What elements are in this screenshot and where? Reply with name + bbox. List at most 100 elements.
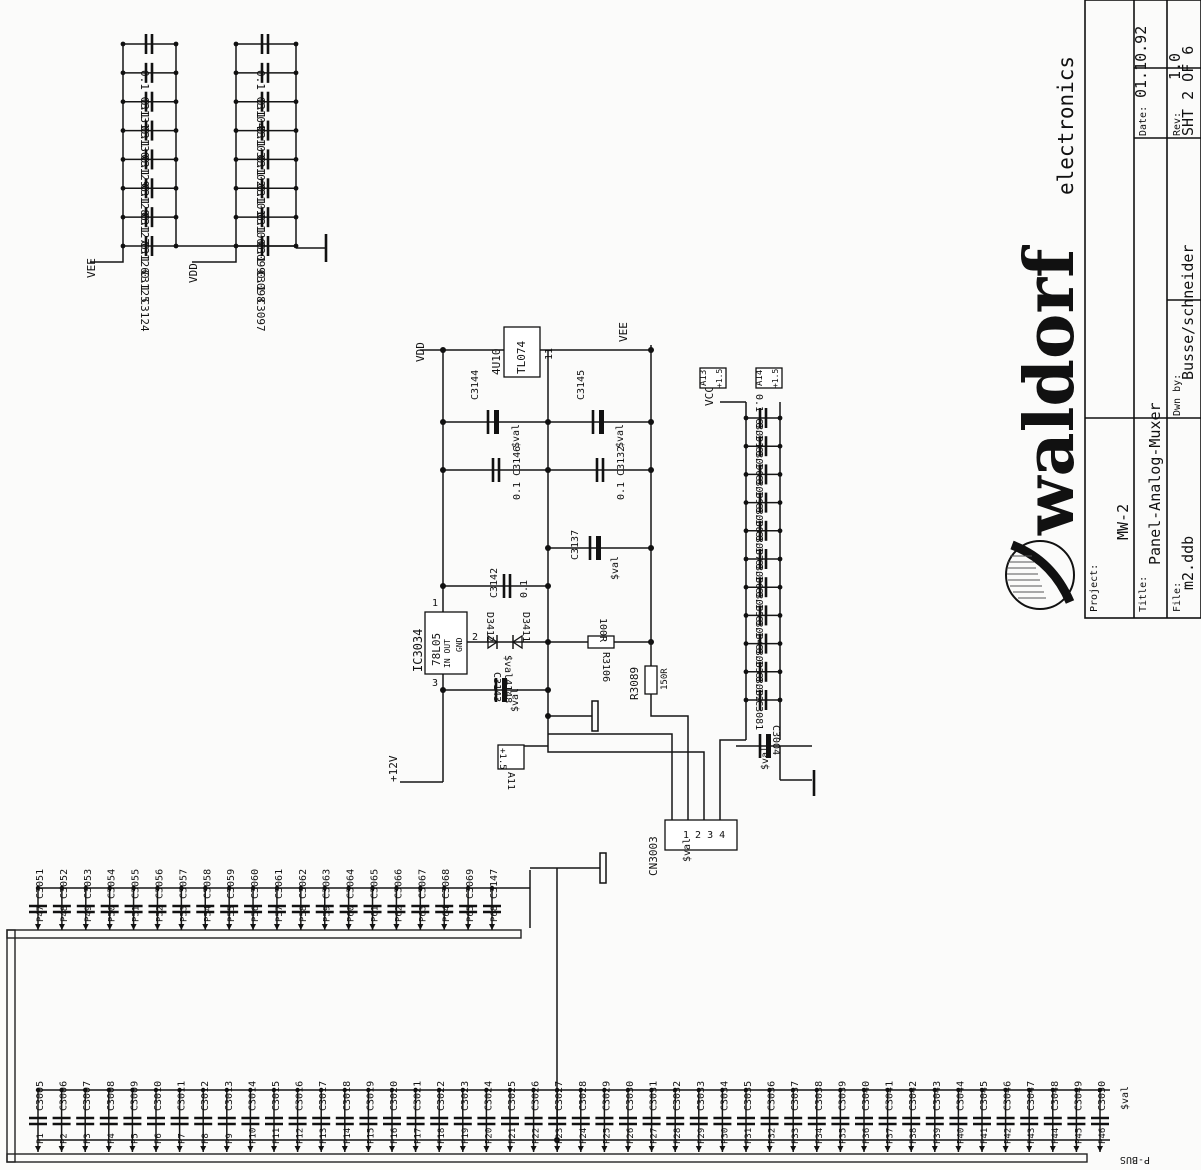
- bus-arrow: [1073, 1146, 1080, 1152]
- junction-dot: [909, 1087, 914, 1093]
- vee-label: VEE: [617, 322, 630, 342]
- c3132-label: 0.1 C3132: [616, 446, 627, 500]
- bus-pin-label: P28: [673, 1128, 683, 1144]
- junction-dot: [120, 70, 126, 76]
- junction-dot: [777, 472, 783, 477]
- c3143-val: $val: [510, 688, 521, 712]
- pbus-val: $val: [1120, 1086, 1131, 1110]
- vcc-cap-label: 0.1 C3085: [753, 563, 764, 617]
- bus-capacitor: [737, 1116, 755, 1126]
- bus-arrow: [577, 1146, 584, 1152]
- vcc-cap-label: 0.1 C3084: [753, 591, 764, 645]
- bus-capacitor: [194, 1116, 213, 1126]
- junction-dot: [720, 1087, 725, 1093]
- bus-cap-label: C3018: [342, 1081, 353, 1111]
- bus-cap-label: C3066: [393, 869, 404, 899]
- vee-rail-label: VEE: [85, 258, 98, 278]
- bus-arrow: [1049, 1146, 1056, 1152]
- bus-capacitor: [435, 904, 454, 914]
- diode-d3412-label: D3412: [484, 612, 495, 642]
- junction-dot: [173, 185, 179, 191]
- cap-label: 0.1 C3126: [138, 214, 151, 274]
- bus-pin-label: P36: [862, 1128, 872, 1144]
- regulator-part: 78L05: [430, 633, 443, 666]
- power-supply-section: VDD VEE VCC +12V 4U10 TL074 11 C3144 $va…: [387, 322, 816, 820]
- bus-arrow: [695, 1146, 702, 1152]
- bus-cap-label: C3038: [814, 1081, 825, 1111]
- bus-arrow: [318, 1146, 325, 1152]
- bus-cap-label: C3016: [295, 1081, 306, 1111]
- bus-cap-label: C3055: [131, 869, 142, 899]
- vcc-cap-label: 0.1 C3090: [753, 422, 764, 476]
- bus-capacitor: [383, 1116, 401, 1126]
- junction-dot: [295, 1087, 300, 1093]
- junction-dot: [649, 1087, 654, 1093]
- bus-pin-label: P31: [744, 1128, 754, 1144]
- decoupling-capacitor: [144, 236, 154, 256]
- junction-dot: [743, 669, 749, 675]
- junction-dot: [83, 885, 88, 891]
- p-bus-section: P-BUS $val P47C3051P48C3052P49C3053P50C3…: [6, 852, 1150, 1165]
- bus-arrow: [790, 1146, 797, 1152]
- connector-gnd-wire: [548, 733, 673, 820]
- junction-dot: [271, 1087, 277, 1093]
- c3137-label: C3137: [570, 530, 581, 560]
- bus-arrow: [369, 924, 376, 930]
- junction-dot: [107, 885, 112, 891]
- pbus-label: P-BUS: [1120, 1154, 1150, 1165]
- junction-dot: [293, 157, 299, 162]
- bus-cap-label: C3039: [837, 1081, 848, 1111]
- junction-dot: [233, 185, 239, 191]
- bus-arrow: [719, 1146, 726, 1152]
- regulator-pin-out: 1: [432, 598, 438, 609]
- decoupling-capacitor: [144, 91, 154, 112]
- bus-arrow: [507, 1146, 513, 1152]
- bus-pin-label: P11: [272, 1128, 282, 1144]
- bus-arrow: [200, 1146, 207, 1152]
- bus-cap-label: C3030: [625, 1081, 636, 1111]
- waldorf-logo: waldorf electronics: [1005, 56, 1090, 610]
- bus-capacitor: [196, 904, 215, 914]
- bus-cap-label: C3014: [247, 1081, 258, 1111]
- bus-pin-label: P18: [437, 1128, 447, 1144]
- bus-capacitor: [76, 904, 95, 914]
- c3146-label: 0.1 C3146: [512, 446, 523, 500]
- plus12v-label: +12V: [387, 755, 400, 782]
- bus-capacitor: [642, 1116, 661, 1126]
- bus-pin-label: P46: [1098, 1128, 1108, 1144]
- bus-cap-label: C3037: [790, 1081, 801, 1111]
- bus-capacitor: [387, 904, 406, 914]
- bus-pin-label: P33: [791, 1128, 801, 1144]
- bus-cap-label: C3033: [696, 1081, 707, 1111]
- bus-pin-label: P39: [933, 1128, 943, 1144]
- bus-arrow: [861, 1146, 867, 1152]
- r3089-to-cn3003: [650, 694, 689, 820]
- bus-capacitor: [291, 904, 310, 914]
- capacitor-c3146: [491, 458, 501, 482]
- cap-label: 0.1 C3128: [138, 157, 151, 217]
- bus-arrow: [223, 1146, 230, 1152]
- junction-dot: [248, 1087, 253, 1093]
- junction-dot: [791, 1087, 796, 1093]
- junction-dot: [201, 1087, 206, 1093]
- junction-dot: [203, 885, 208, 891]
- bus-arrow: [813, 1146, 820, 1152]
- junction-dot: [437, 1087, 442, 1093]
- bus-pin-label: P65: [466, 906, 476, 922]
- vcc-cap-label: 0.1 C3083: [753, 620, 764, 674]
- decoupling-capacitor: [144, 120, 154, 141]
- diode-d3411-label: D3411: [520, 612, 531, 642]
- junction-dot: [1050, 1087, 1056, 1093]
- bus-cap-label: C3042: [908, 1081, 919, 1111]
- regulator-pins: IN OUT: [443, 639, 452, 668]
- a13-label: A13: [699, 370, 709, 386]
- junction-dot: [120, 243, 126, 249]
- capacitor-c3143: [494, 678, 507, 702]
- bus-capacitor: [29, 904, 47, 914]
- bus-arrow: [247, 1146, 254, 1152]
- cap-label: 0.1 C3100: [254, 185, 267, 245]
- diode-value: $val4148: [502, 655, 513, 703]
- bus-arrow: [979, 1146, 985, 1152]
- junction-dot: [233, 128, 239, 133]
